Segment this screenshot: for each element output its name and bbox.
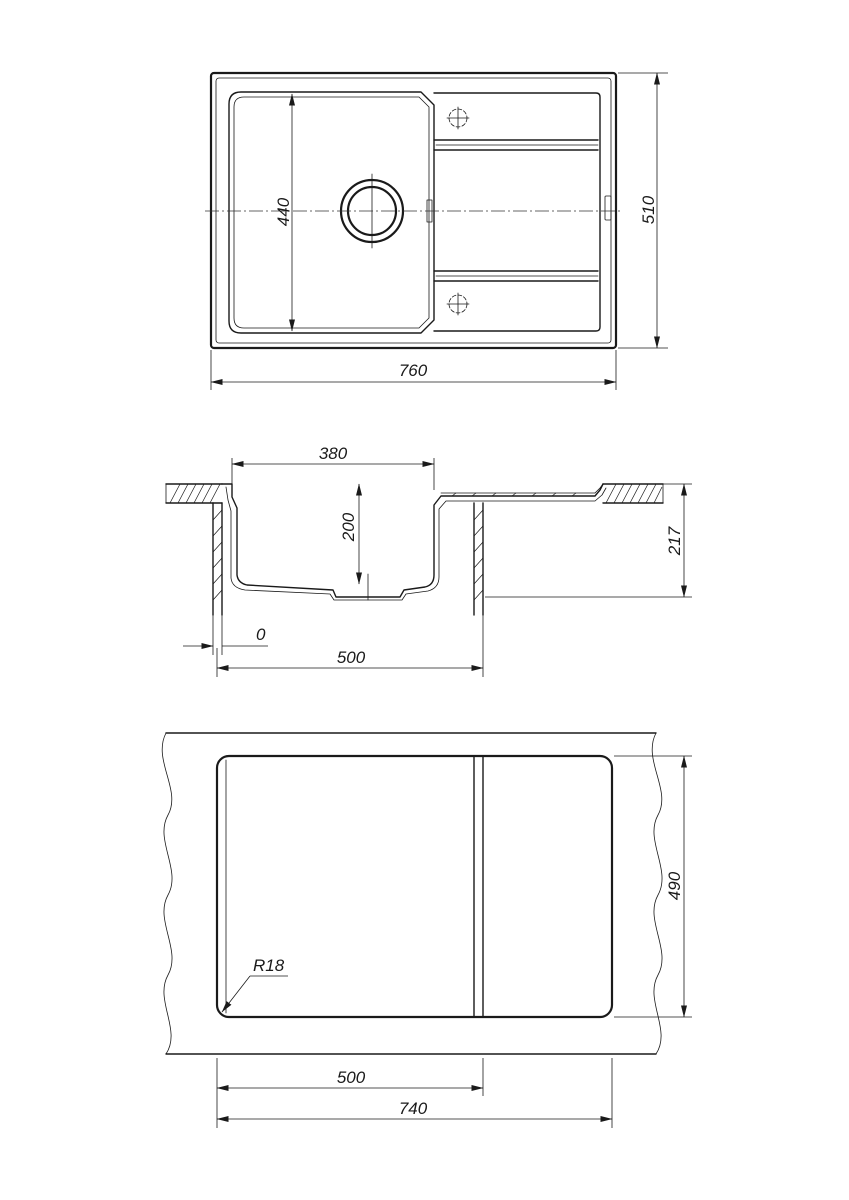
sink-outline xyxy=(209,71,618,350)
cutout-view: R18 490 500 740 xyxy=(161,732,692,1128)
tap-hole-top xyxy=(446,106,470,130)
dim-740-label: 740 xyxy=(399,1099,428,1118)
dim-380 xyxy=(231,458,435,490)
dim-217 xyxy=(485,483,692,598)
drainboard xyxy=(433,92,601,332)
overflow-slot xyxy=(426,195,612,223)
sink-profile xyxy=(221,483,607,601)
dim-490-label: 490 xyxy=(665,871,684,900)
dim-440-label: 440 xyxy=(274,197,293,226)
dim-0-label: 0 xyxy=(256,625,266,644)
dim-490 xyxy=(614,755,692,1018)
dim-760-label: 760 xyxy=(399,361,428,380)
cabinet-divider xyxy=(473,755,484,1018)
section-view: 380 200 217 0 500 xyxy=(165,444,692,677)
r18-label: R18 xyxy=(253,956,285,975)
break-line-left xyxy=(161,732,173,1055)
countertop-left xyxy=(165,483,223,504)
break-line-right xyxy=(651,732,663,1055)
dim-510-label: 510 xyxy=(639,195,658,224)
dim-380-label: 380 xyxy=(319,444,348,463)
dim-217-label: 217 xyxy=(665,526,684,556)
dim-500-section-label: 500 xyxy=(337,648,366,667)
dim-200-label: 200 xyxy=(339,512,358,542)
dim-500-cutout xyxy=(216,1058,484,1096)
countertop-right xyxy=(602,483,664,504)
dim-740 xyxy=(216,1058,613,1128)
cabinet-right-wall xyxy=(473,502,484,616)
dim-510 xyxy=(618,72,668,349)
dim-500-section xyxy=(216,615,484,677)
dim-500-cutout-label: 500 xyxy=(337,1068,366,1087)
dim-0 xyxy=(183,615,268,655)
bowl xyxy=(228,91,435,334)
tap-hole-bottom xyxy=(446,292,470,316)
dim-760 xyxy=(210,350,617,390)
top-view: 440 510 760 xyxy=(205,71,668,390)
cutout-opening xyxy=(215,754,614,1019)
cabinet-left-wall xyxy=(212,502,223,616)
